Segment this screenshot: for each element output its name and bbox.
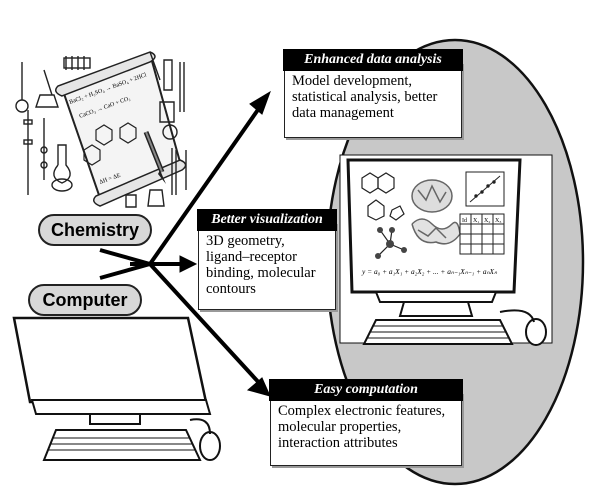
computer-node: Computer	[28, 284, 142, 316]
visualization-title: Better visualization	[197, 209, 337, 231]
visualization-line-2: ligand–receptor	[206, 249, 297, 265]
analysis-line-2: statistical analysis, better	[292, 89, 438, 105]
computation-line-1: Complex electronic features,	[278, 403, 446, 419]
visualization-line-4: contours	[206, 281, 256, 297]
chemistry-paper-illustration	[55, 51, 187, 207]
regression-equation: y = a₀ + a₁X₁ + a₂X₂ + ... + aₙ₋₁Xₙ₋₁ + …	[361, 267, 498, 276]
computation-box: Easy computation Complex electronic feat…	[269, 379, 463, 466]
workstation-illustration	[339, 154, 553, 346]
computation-title: Easy computation	[269, 379, 463, 401]
analysis-box: Enhanced data analysis Model development…	[283, 49, 463, 138]
table-header-x2: X₂	[484, 218, 490, 224]
computer-illustration	[12, 316, 221, 461]
lab-glassware-illustration	[15, 51, 187, 208]
analysis-line-3: data management	[292, 105, 394, 121]
table-header-id: Id	[462, 218, 467, 224]
table-header-x1: X₁	[473, 218, 479, 224]
visualization-box: Better visualization 3D geometry, ligand…	[197, 209, 337, 310]
connector-arrows	[99, 90, 271, 397]
visualization-line-1: 3D geometry,	[206, 233, 285, 249]
chemistry-node: Chemistry	[38, 214, 152, 246]
computation-line-3: interaction attributes	[278, 435, 398, 451]
computation-line-2: molecular properties,	[278, 419, 402, 435]
analysis-title: Enhanced data analysis	[283, 49, 463, 71]
table-header-x3: X₃	[495, 218, 501, 224]
analysis-line-1: Model development,	[292, 73, 413, 89]
visualization-line-3: binding, molecular	[206, 265, 316, 281]
